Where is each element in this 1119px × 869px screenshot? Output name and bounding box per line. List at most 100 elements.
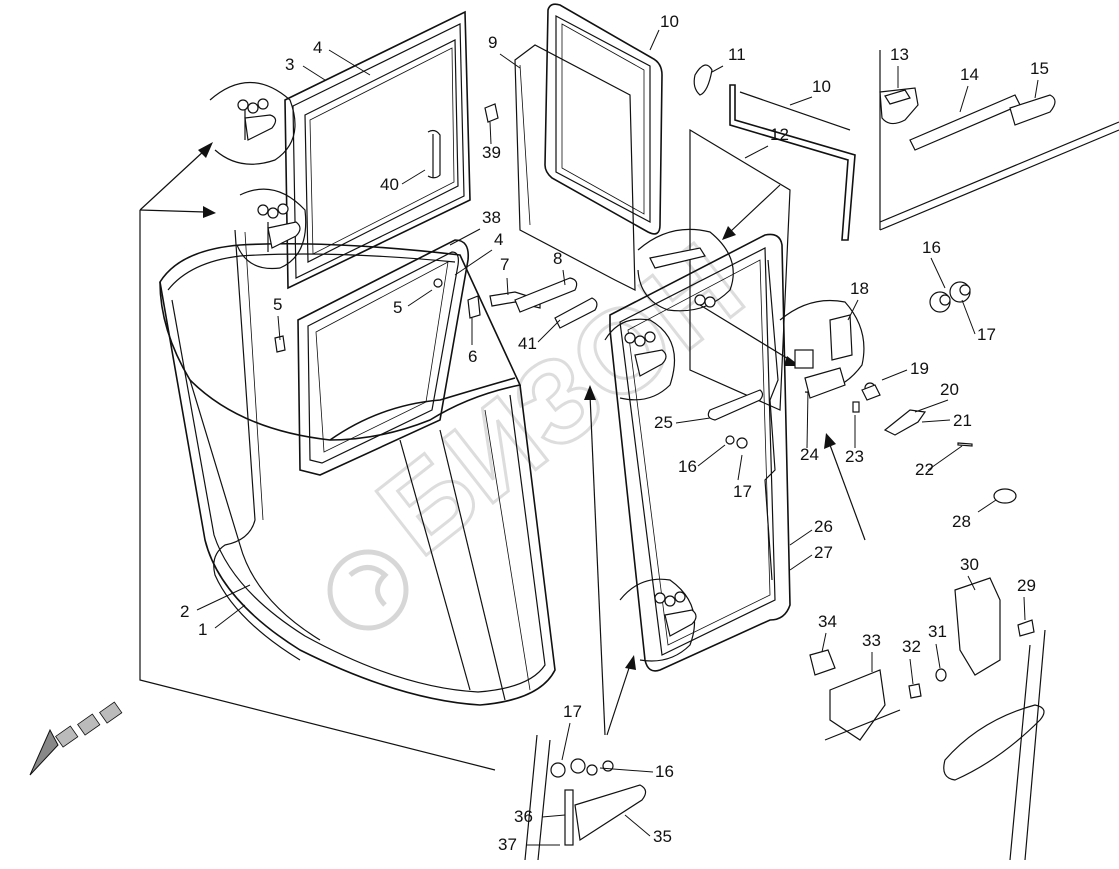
leader-line	[302, 65, 326, 81]
leader-line	[821, 632, 827, 653]
seal-10-right	[729, 84, 856, 241]
callout-14: 14	[960, 65, 979, 84]
leader-line	[401, 169, 426, 185]
callout-38: 38	[482, 208, 501, 227]
leader-line	[744, 145, 769, 159]
callout-2: 2	[180, 602, 189, 621]
callout-22: 22	[915, 460, 934, 479]
leader-line	[914, 399, 949, 413]
callout-17-right: 17	[977, 325, 996, 344]
callout-34: 34	[818, 612, 837, 631]
detail-view-hinge-middle	[236, 188, 307, 270]
leader-line	[847, 299, 859, 321]
callout-8: 8	[553, 249, 562, 268]
leader-lines	[196, 29, 1039, 846]
callout-13: 13	[890, 45, 909, 64]
callout-1: 1	[198, 620, 207, 639]
callout-30: 30	[960, 555, 979, 574]
callout-6: 6	[468, 347, 477, 366]
leader-line	[328, 49, 371, 76]
callout-7: 7	[500, 255, 509, 274]
callout-5-left: 5	[273, 295, 282, 314]
callout-15: 15	[1030, 59, 1049, 78]
callout-10-upper: 10	[660, 12, 679, 31]
callout-37: 37	[498, 835, 517, 854]
detail-view-door-lower	[619, 578, 697, 662]
leader-line	[909, 658, 914, 685]
callout-4-lower: 4	[494, 230, 503, 249]
leader-line	[214, 604, 246, 629]
callout-10-right: 10	[812, 77, 831, 96]
watermark-text: БИЗОН	[355, 219, 766, 581]
callout-21: 21	[953, 411, 972, 430]
leader-line	[449, 228, 481, 246]
callout-27: 27	[814, 543, 833, 562]
callout-18: 18	[850, 279, 869, 298]
callout-26: 26	[814, 517, 833, 536]
small-parts	[274, 50, 1119, 861]
callout-25: 25	[654, 413, 673, 432]
callout-23: 23	[845, 447, 864, 466]
leader-line	[697, 444, 726, 467]
callout-29: 29	[1017, 576, 1036, 595]
leader-line	[454, 249, 493, 276]
leader-line	[541, 814, 566, 818]
callout-33: 33	[862, 631, 881, 650]
callout-16-bottom: 16	[655, 762, 674, 781]
leader-line	[675, 417, 711, 424]
callout-17-bottom: 17	[563, 702, 582, 721]
leader-line	[921, 419, 951, 423]
callout-41: 41	[518, 334, 537, 353]
leader-line	[806, 389, 809, 449]
callout-20: 20	[940, 380, 959, 399]
lower-side-window	[297, 239, 470, 476]
callout-4-upper: 4	[313, 38, 322, 57]
callout-9: 9	[488, 33, 497, 52]
leader-line	[789, 554, 813, 571]
callout-24: 24	[800, 445, 819, 464]
leader-line	[977, 499, 997, 513]
leader-line	[407, 289, 433, 307]
door-window-seal-10	[544, 3, 663, 235]
cab-door	[609, 233, 791, 672]
leader-line	[959, 85, 969, 113]
leader-line	[930, 257, 946, 289]
detail-view-hinge-top	[209, 81, 296, 165]
leader-line	[789, 96, 813, 106]
callout-17-door: 17	[733, 482, 752, 501]
callout-19: 19	[910, 359, 929, 378]
callout-12: 12	[770, 125, 789, 144]
front-windshield	[159, 229, 556, 706]
callout-31: 31	[928, 622, 947, 641]
leader-line	[967, 575, 976, 591]
callout-36: 36	[514, 807, 533, 826]
leader-line	[935, 643, 941, 669]
leader-line	[277, 315, 281, 341]
glass-panel-9	[514, 44, 636, 291]
leader-line	[506, 277, 509, 296]
callout-40: 40	[380, 175, 399, 194]
leader-line	[649, 29, 660, 51]
callout-16-door: 16	[678, 457, 697, 476]
leader-line	[737, 454, 743, 481]
leader-line	[624, 814, 651, 837]
callout-35: 35	[653, 827, 672, 846]
leader-line	[1023, 596, 1026, 621]
leader-line	[196, 584, 251, 611]
leader-line	[881, 369, 908, 381]
leader-line	[961, 299, 976, 335]
callout-39: 39	[482, 143, 501, 162]
leader-line	[561, 722, 571, 761]
callout-28: 28	[952, 512, 971, 531]
leader-line	[499, 53, 521, 69]
leader-line	[711, 65, 724, 73]
leader-line	[489, 121, 492, 145]
callout-11: 11	[728, 45, 746, 64]
leader-line	[789, 529, 813, 546]
callout-16-right: 16	[922, 238, 941, 257]
glass-panel-12	[689, 128, 791, 411]
direction-indicator	[29, 701, 123, 776]
leader-line	[562, 269, 566, 286]
